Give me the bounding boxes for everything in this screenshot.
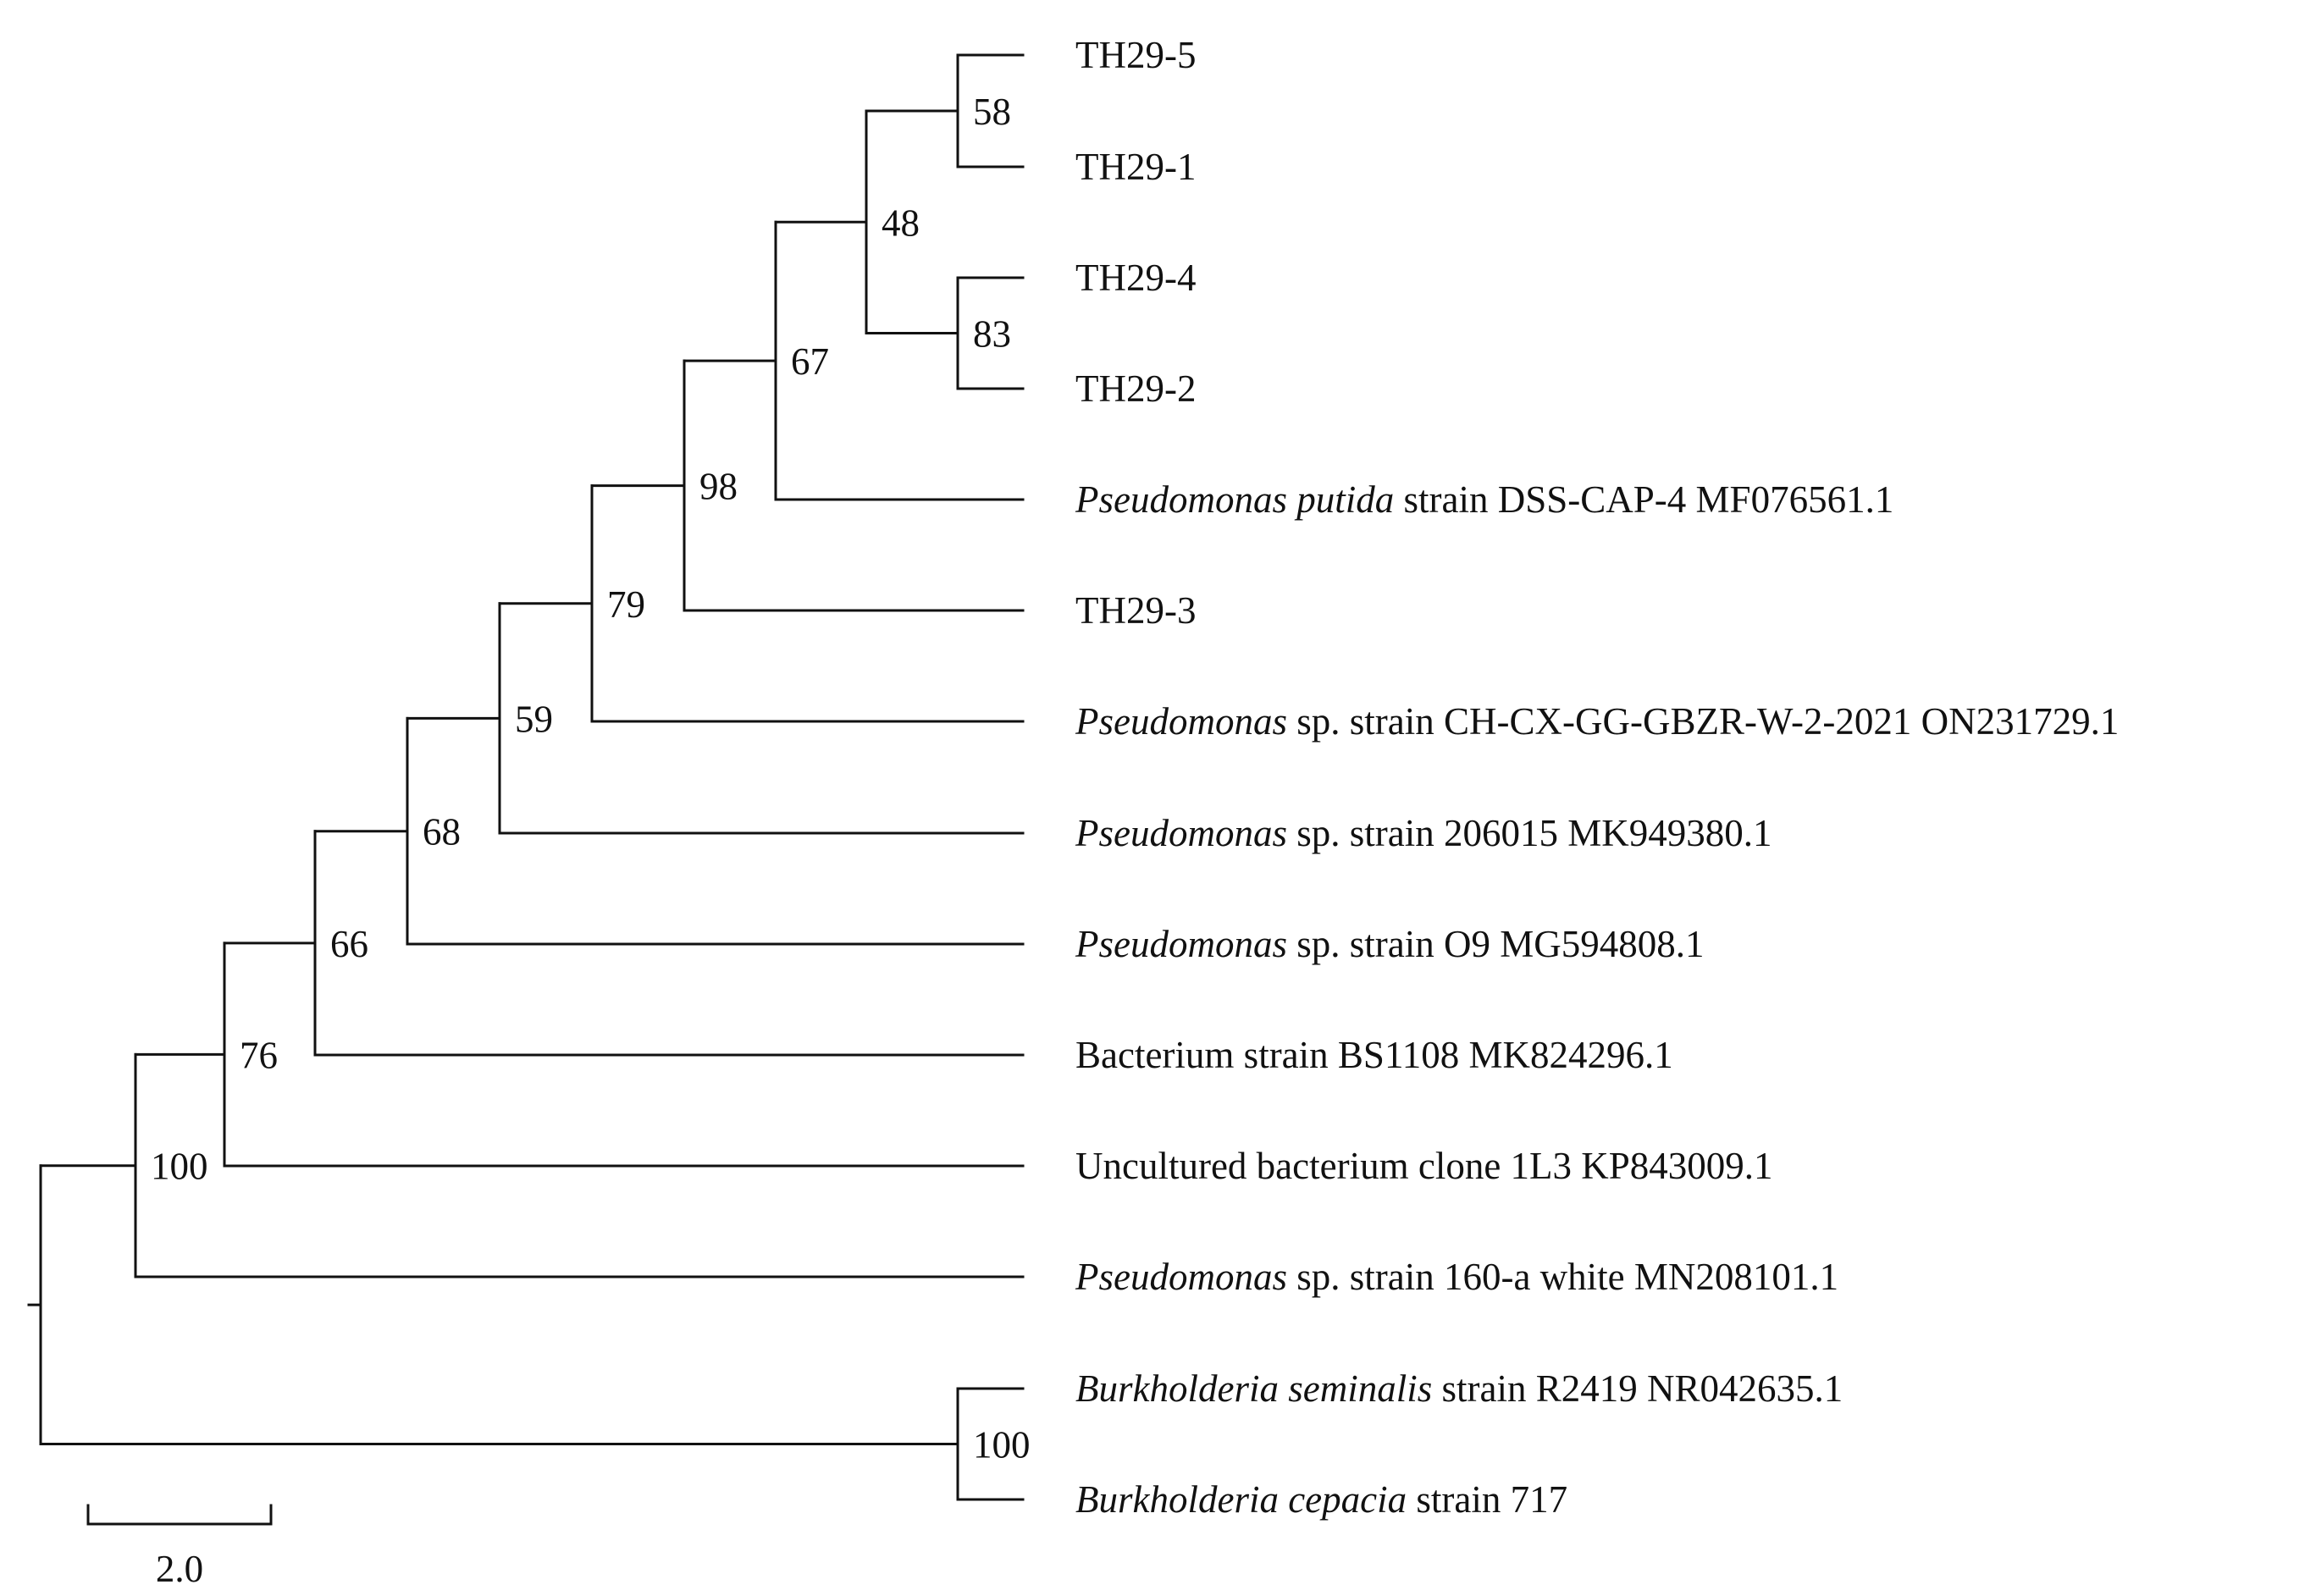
- leaf-label-L5: Pseudomonas putida strain DSS-CAP-4 MF07…: [1075, 478, 1893, 521]
- support-value-N_TH29_4_2: 83: [973, 313, 1011, 356]
- leaf-label-L7: Pseudomonas sp. strain CH-CX-GG-GBZR-W-2…: [1075, 700, 2119, 743]
- leaf-label-L8: Pseudomonas sp. strain 206015 MK949380.1: [1075, 812, 1772, 854]
- support-value-N_ingroup: 100: [151, 1146, 208, 1188]
- leaf-label-L3: TH29-4: [1075, 257, 1196, 299]
- support-value-N_burkholderia: 100: [973, 1424, 1031, 1466]
- support-value-N_putida: 67: [791, 340, 829, 383]
- support-values: 58 83 48 67 98 79 59 68 66 76 100 100: [151, 91, 1031, 1466]
- leaf-label-L6: TH29-3: [1075, 589, 1196, 632]
- scale-bar: 2.0: [86, 1504, 273, 1590]
- leaf-label-L9: Pseudomonas sp. strain O9 MG594808.1: [1075, 923, 1704, 965]
- support-value-N_MG594808: 68: [423, 811, 461, 853]
- scale-bar-label: 2.0: [156, 1548, 203, 1590]
- leaf-label-L10: Bacterium strain BS1108 MK824296.1: [1075, 1034, 1673, 1076]
- leaf-label-L13: Burkholderia seminalis strain R2419 NR04…: [1075, 1367, 1843, 1410]
- leaf-label-L4: TH29-2: [1075, 367, 1196, 410]
- leaf-label-L12: Pseudomonas sp. strain 160-a white MN208…: [1075, 1256, 1838, 1298]
- support-value-N_TH29_group: 48: [882, 202, 920, 244]
- leaf-label-L2: TH29-1: [1075, 146, 1196, 188]
- support-value-N_KP843009: 76: [240, 1034, 278, 1076]
- support-value-N_TH29_3: 98: [699, 466, 738, 508]
- leaf-label-L1: TH29-5: [1075, 34, 1196, 76]
- scale-bar-line: [86, 1504, 273, 1526]
- support-value-N_TH29_5_1: 58: [973, 91, 1011, 133]
- support-value-N_MK949380: 59: [515, 698, 553, 740]
- support-value-N_MK824296: 66: [330, 923, 368, 965]
- leaf-label-L14: Burkholderia cepacia strain 717: [1075, 1478, 1567, 1521]
- leaf-label-L11: Uncultured bacterium clone 1L3 KP843009.…: [1075, 1145, 1773, 1187]
- support-value-N_ON231729: 79: [607, 583, 645, 626]
- tree-branches: [27, 53, 1025, 1501]
